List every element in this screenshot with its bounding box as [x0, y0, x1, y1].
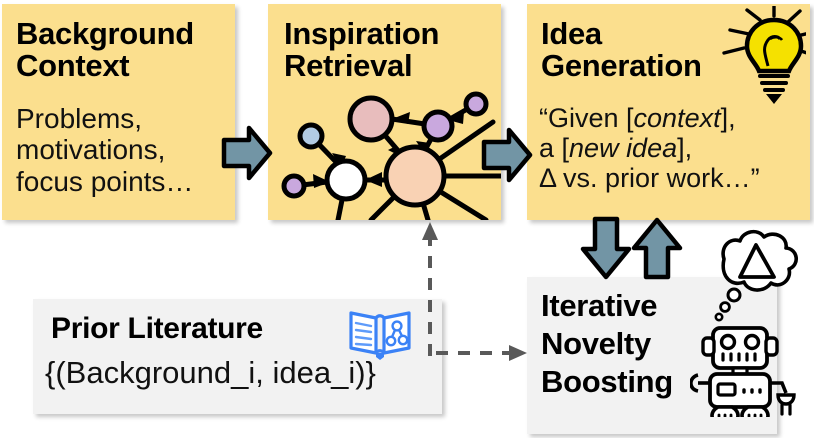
- idea-generation-title: Idea Generation: [541, 16, 702, 84]
- arrow-novelty-to-idea: [631, 217, 683, 280]
- card-iterative-novelty-boosting[interactable]: Iterative Novelty Boosting: [527, 277, 777, 434]
- prior-literature-body: {(Background_i, idea_i)}: [45, 355, 376, 390]
- graph-node-pink-large: [347, 95, 395, 143]
- card-prior-literature[interactable]: Prior Literature {(Background_i, idea_i)…: [33, 299, 442, 414]
- graph-node-white: [324, 158, 368, 202]
- prior-literature-title: Prior Literature: [51, 312, 263, 345]
- robot-icon: [690, 229, 798, 417]
- prompt-line-2: a [new idea],: [539, 133, 693, 164]
- inspiration-retrieval-title: Inspiration Retrieval: [284, 16, 440, 84]
- stage-card-idea-generation[interactable]: Idea Generation “Given [context], a [new…: [527, 4, 810, 220]
- background-context-title: Background Context: [16, 16, 194, 84]
- graph-node-purple-mid: [421, 109, 455, 143]
- knowledge-graph-icon: [281, 91, 501, 220]
- lightbulb-icon: [722, 6, 806, 104]
- graph-node-purple-small-b: [281, 173, 307, 199]
- arrow-idea-to-novelty: [580, 216, 632, 280]
- stage-card-inspiration-retrieval[interactable]: Inspiration Retrieval: [268, 4, 501, 220]
- prompt-line-3: Δ vs. prior work…”: [539, 163, 760, 194]
- prompt-line-1: “Given [context],: [539, 103, 736, 133]
- idea-generation-prompt: “Given [context], a [new idea], Δ vs. pr…: [539, 103, 760, 194]
- iterative-novelty-boosting-title: Iterative Novelty Boosting: [541, 288, 673, 399]
- open-book-graph-icon: [349, 311, 411, 360]
- graph-node-purple-small-a: [463, 91, 489, 117]
- graph-node-hub: [383, 144, 447, 208]
- graph-node-blue-small: [297, 122, 325, 150]
- background-context-body: Problems, motivations, focus points…: [16, 103, 194, 197]
- stage-card-background-context[interactable]: Background Context Problems, motivations…: [2, 4, 235, 220]
